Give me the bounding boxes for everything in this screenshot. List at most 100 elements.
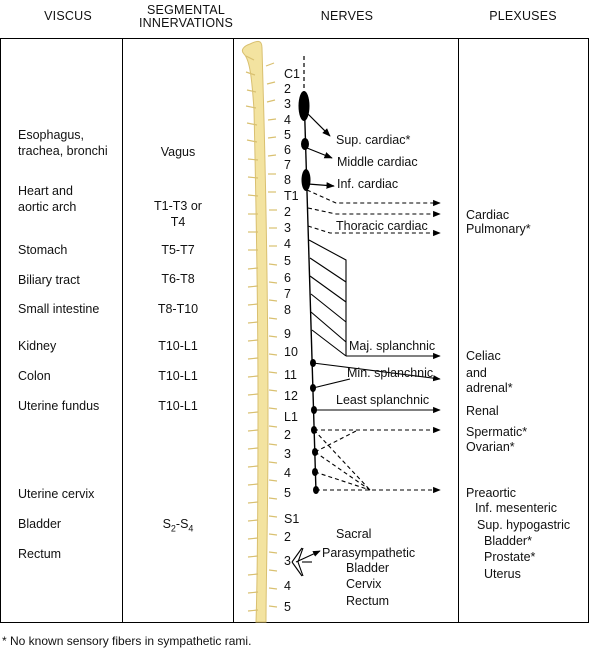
level-label: 3 bbox=[284, 97, 291, 111]
viscus-label: Kidney bbox=[18, 339, 57, 353]
plexus-label: Ovarian* bbox=[466, 440, 515, 454]
level-label: 3 bbox=[284, 554, 291, 568]
nerve-label: Sup. cardiac* bbox=[336, 133, 411, 147]
plexus-label: Cardiac bbox=[466, 208, 510, 222]
viscus-label: Colon bbox=[18, 369, 51, 383]
level-label: 4 bbox=[284, 579, 291, 593]
viscus-label: Heart and bbox=[18, 184, 73, 198]
plexus-label: Renal bbox=[466, 404, 499, 418]
segment-label: T1-T3 or bbox=[154, 199, 202, 213]
level-label: 5 bbox=[284, 600, 291, 614]
viscus-label: aortic arch bbox=[18, 200, 77, 214]
level-label: C1 bbox=[284, 67, 300, 81]
plexus-label: Prostate* bbox=[484, 550, 536, 564]
level-label: 5 bbox=[284, 486, 291, 500]
plexus-label: Spermatic* bbox=[466, 425, 528, 439]
level-label: 5 bbox=[284, 128, 291, 142]
segment-s-base: S bbox=[162, 517, 171, 531]
viscus-label: trachea, bronchi bbox=[18, 144, 108, 158]
segment-label: T4 bbox=[170, 215, 186, 229]
level-label: 9 bbox=[284, 327, 291, 341]
level-label: 3 bbox=[284, 447, 291, 461]
viscus-label: Biliary tract bbox=[18, 273, 80, 287]
column-divider bbox=[458, 38, 459, 623]
level-label: 12 bbox=[284, 389, 298, 403]
segment-label-bladder-rectum: S2-S4 bbox=[130, 517, 226, 536]
level-label: S1 bbox=[284, 512, 300, 526]
nerve-label: Maj. splanchnic bbox=[349, 339, 436, 353]
level-label: 2 bbox=[284, 82, 291, 96]
level-label: L1 bbox=[284, 410, 298, 424]
level-label: 5 bbox=[284, 254, 291, 268]
nerve-label: Min. splanchnic bbox=[347, 366, 434, 380]
lumbar-splanchnic-nerves bbox=[313, 426, 441, 494]
min-splanchnic-nerve bbox=[312, 362, 441, 389]
level-label: 7 bbox=[284, 158, 291, 172]
plexus-label: and adrenal* bbox=[466, 366, 513, 395]
segment-label: T10-L1 bbox=[158, 399, 198, 413]
viscus-label: Stomach bbox=[18, 243, 68, 257]
segment-label: Vagus bbox=[160, 145, 196, 159]
footnote: * No known sensory fibers in sympathetic… bbox=[2, 634, 252, 648]
table-frame bbox=[0, 38, 589, 623]
viscus-label: Small intestine bbox=[18, 302, 100, 316]
nerve-label: Thoracic cardiac bbox=[336, 219, 428, 233]
segment-label: T10-L1 bbox=[158, 369, 198, 383]
inf-cardiac-nerve bbox=[307, 182, 335, 189]
plexus-label: Sup. hypogastric bbox=[477, 518, 571, 532]
header-innervations: INNERVATIONS bbox=[138, 16, 234, 30]
segment-label: T8-T10 bbox=[157, 302, 199, 316]
viscus-label: Rectum bbox=[18, 547, 62, 561]
nerve-label: Inf. cardiac bbox=[337, 177, 399, 191]
nerve-label: Cervix bbox=[346, 577, 382, 591]
header-viscus: VISCUS bbox=[44, 9, 92, 23]
level-label: T1 bbox=[284, 189, 299, 203]
level-label: 4 bbox=[284, 237, 291, 251]
ganglion-middle-cervical bbox=[301, 138, 309, 150]
nerve-root-ticks bbox=[245, 55, 278, 612]
level-label: 4 bbox=[284, 113, 291, 127]
nerve-label: Least splanchnic bbox=[336, 393, 430, 407]
nerve-label: Sacral bbox=[336, 527, 372, 541]
plexus-label: Celiac bbox=[466, 349, 501, 363]
segment-s-sub: 4 bbox=[188, 523, 194, 534]
nerve-label: Bladder bbox=[346, 561, 390, 575]
level-label: 2 bbox=[284, 530, 291, 544]
nerve-label: Parasympathetic bbox=[322, 546, 416, 560]
level-label: 11 bbox=[284, 368, 297, 382]
viscus-label: Esophagus, bbox=[18, 128, 85, 142]
segment-s-dash: -S bbox=[175, 517, 189, 531]
middle-cardiac-nerve bbox=[306, 147, 333, 159]
segment-label: T6-T8 bbox=[161, 272, 195, 286]
sympathetic-chain bbox=[303, 91, 317, 493]
level-label: 4 bbox=[284, 466, 291, 480]
viscus-label: Uterine cervix bbox=[18, 487, 95, 501]
thoracic-cardiac-nerves bbox=[306, 189, 441, 237]
column-divider bbox=[233, 38, 234, 623]
spinal-cord bbox=[241, 40, 269, 623]
column-divider bbox=[122, 38, 123, 623]
level-label: 7 bbox=[284, 287, 291, 301]
viscus-label: Uterine fundus bbox=[18, 399, 100, 413]
plexus-label: Bladder* bbox=[484, 534, 532, 548]
sup-cardiac-nerve bbox=[305, 111, 331, 137]
plexus-label: Preaortic bbox=[466, 486, 517, 500]
level-label: 8 bbox=[284, 173, 291, 187]
header-plexuses: PLEXUSES bbox=[489, 9, 557, 23]
segment-label: T10-L1 bbox=[158, 339, 198, 353]
plexus-label: Uterus bbox=[484, 567, 521, 581]
plexus-label: Inf. mesenteric bbox=[475, 501, 557, 515]
header-nerves: NERVES bbox=[320, 9, 374, 23]
level-label: 3 bbox=[284, 221, 291, 235]
segment-label: T5-T7 bbox=[161, 243, 195, 257]
level-label: 8 bbox=[284, 303, 291, 317]
sacral-parasympathetic-nerves bbox=[291, 547, 321, 577]
segment-s-sub: 2 bbox=[170, 523, 176, 534]
plexus-label: Pulmonary* bbox=[466, 222, 531, 236]
maj-splanchnic-nerve bbox=[308, 239, 441, 360]
level-label: 2 bbox=[284, 205, 291, 219]
header-segmental: SEGMENTAL bbox=[147, 3, 225, 17]
level-label: 2 bbox=[284, 428, 291, 442]
level-label: 6 bbox=[284, 143, 291, 157]
